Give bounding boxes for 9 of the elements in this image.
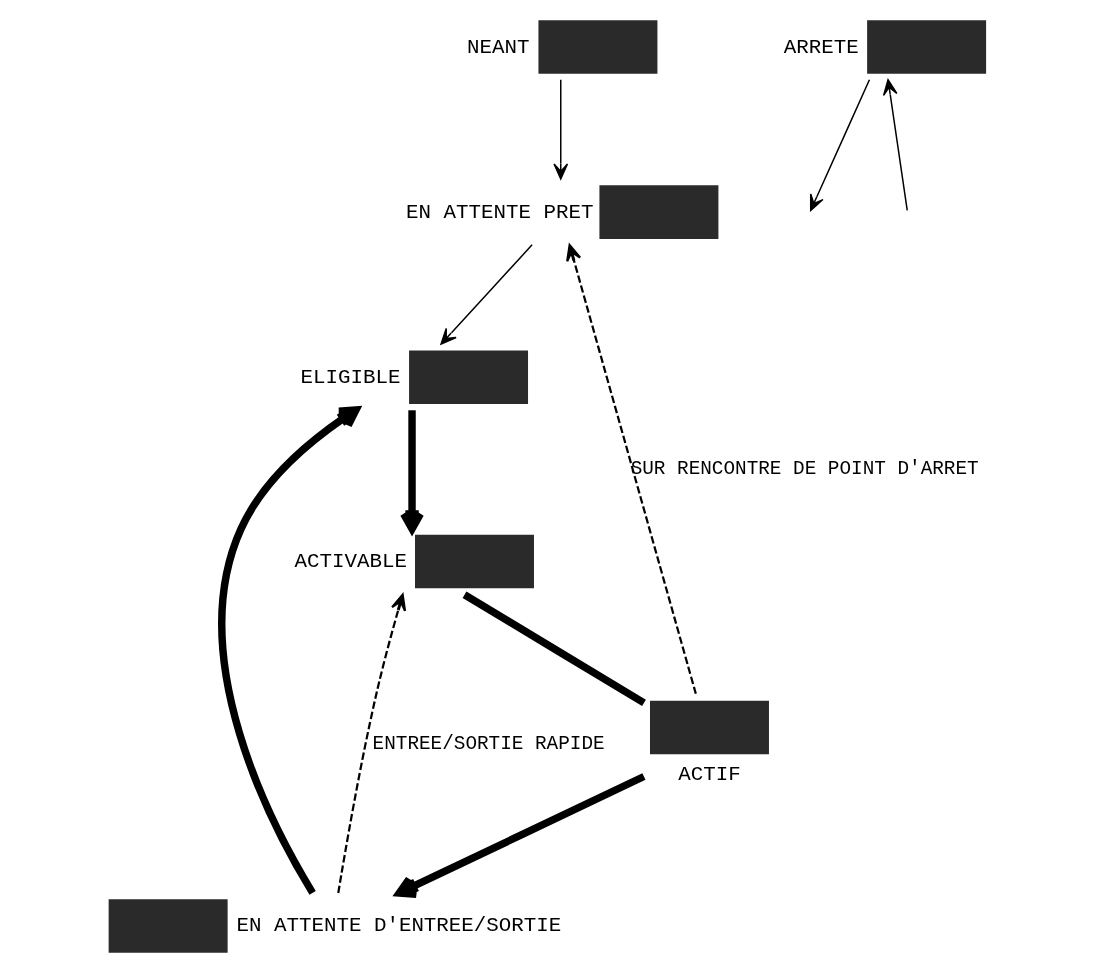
node-label: ACTIF [678,762,741,786]
node-label: NEANT [467,35,530,59]
node-label: ELIGIBLE [300,365,401,389]
node-label: ACTIVABLE [294,550,407,574]
node-label: EN ATTENTE PRET [406,200,594,224]
node-label: ARRETE [783,35,859,59]
edge-label: ENTREE/SORTIE RAPIDE [372,732,605,755]
node-label: EN ATTENTE D'ENTREE/SORTIE [236,914,562,938]
edge-label: SUR RENCONTRE DE POINT D'ARRET [630,458,979,481]
